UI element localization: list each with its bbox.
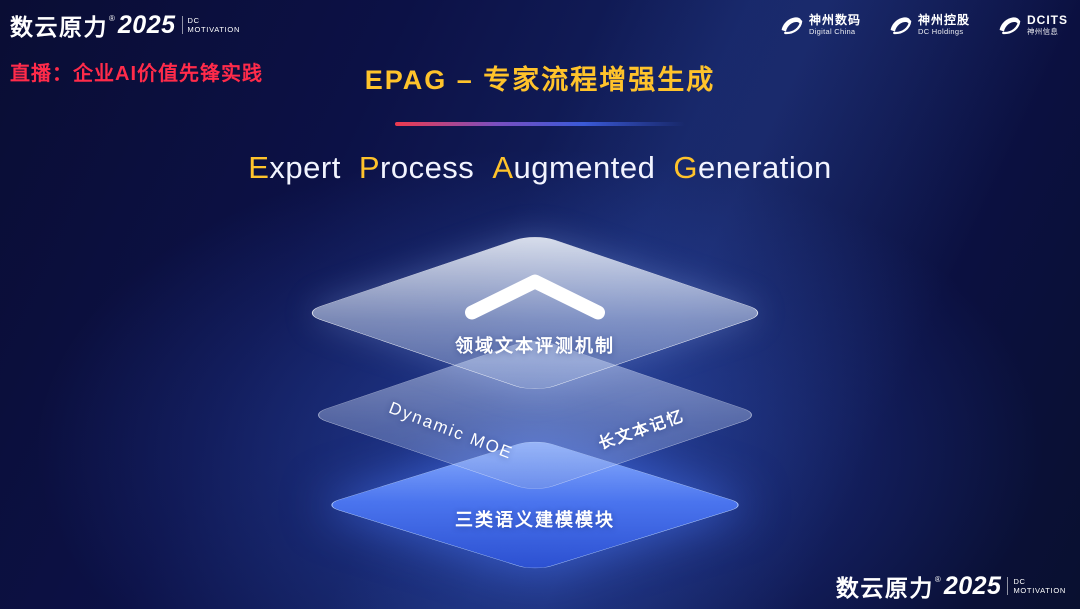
footer-brand-logo: 数云原力 ® 2025 DC MOTIVATION xyxy=(836,569,1066,603)
partner-logo-line2: DC Holdings xyxy=(917,26,964,36)
chevron-up-icon xyxy=(460,269,610,330)
brand-suffix-line2: MOTIVATION xyxy=(187,25,241,34)
title-word: Augmented xyxy=(492,150,655,185)
title-word: Process xyxy=(359,150,475,185)
partner-logo-line1: 神州数码 xyxy=(808,12,861,27)
title-word: Generation xyxy=(673,150,831,185)
title-word-initial: A xyxy=(492,150,514,185)
partner-logo-line2: Digital China xyxy=(808,26,856,36)
top-layer-label: 领域文本评测机制 xyxy=(455,336,615,356)
title-word-rest: eneration xyxy=(698,150,832,185)
brand-suffix-line1: DC xyxy=(187,15,200,25)
partner-logo-text: 神州数码 Digital China xyxy=(808,12,861,36)
title-word-initial: P xyxy=(358,150,380,185)
title-word-rest: xpert xyxy=(269,150,341,185)
title-word-initial: E xyxy=(248,150,270,185)
brand-year: 2025 xyxy=(943,571,1002,600)
title-divider xyxy=(395,122,685,126)
live-caption: 直播：企业AI价值先锋实践 xyxy=(10,63,263,85)
brand-name: 数云原力 xyxy=(10,14,108,40)
brand-suffix-line2: MOTIVATION xyxy=(1013,586,1066,595)
brand-year: 2025 xyxy=(117,10,176,39)
partner-logo-text: 神州控股 DC Holdings xyxy=(917,12,970,36)
title-word-rest: rocess xyxy=(380,150,475,185)
partner-logo-line1: DCITS xyxy=(1027,12,1068,27)
title-word-rest: ugmented xyxy=(513,150,656,185)
swoosh-icon xyxy=(887,12,913,38)
partner-logos: 神州数码 Digital China 神州控股 DC Holdings xyxy=(778,12,1068,38)
slide-title: EPAG – 专家流程增强生成 xyxy=(364,65,716,95)
partner-logo-line1: 神州控股 xyxy=(917,12,970,27)
brand-suffix-line1: DC xyxy=(1013,576,1026,586)
bottom-layer-label: 三类语义建模模块 xyxy=(455,510,615,530)
partner-logo-dc-holdings: 神州控股 DC Holdings xyxy=(887,12,970,38)
partner-logo-dcits: DCITS 神州信息 xyxy=(996,12,1068,38)
title-word-initial: G xyxy=(673,150,699,185)
title-word: Expert xyxy=(248,150,341,185)
registered-mark: ® xyxy=(934,574,941,584)
brand-suffix: DC MOTIVATION xyxy=(181,15,241,35)
brand-name: 数云原力 xyxy=(835,575,934,601)
brand-logo: 数云原力 ® 2025 DC MOTIVATION xyxy=(10,8,240,42)
swoosh-icon xyxy=(778,12,804,38)
english-title: Expert Process Augmented Generation xyxy=(0,150,1080,186)
registered-mark: ® xyxy=(109,13,115,23)
partner-logo-line2: 神州信息 xyxy=(1027,26,1059,36)
partner-logo-digital-china: 神州数码 Digital China xyxy=(778,12,861,38)
swoosh-icon xyxy=(996,12,1022,38)
partner-logo-text: DCITS 神州信息 xyxy=(1027,12,1068,36)
brand-suffix: DC MOTIVATION xyxy=(1007,576,1066,596)
